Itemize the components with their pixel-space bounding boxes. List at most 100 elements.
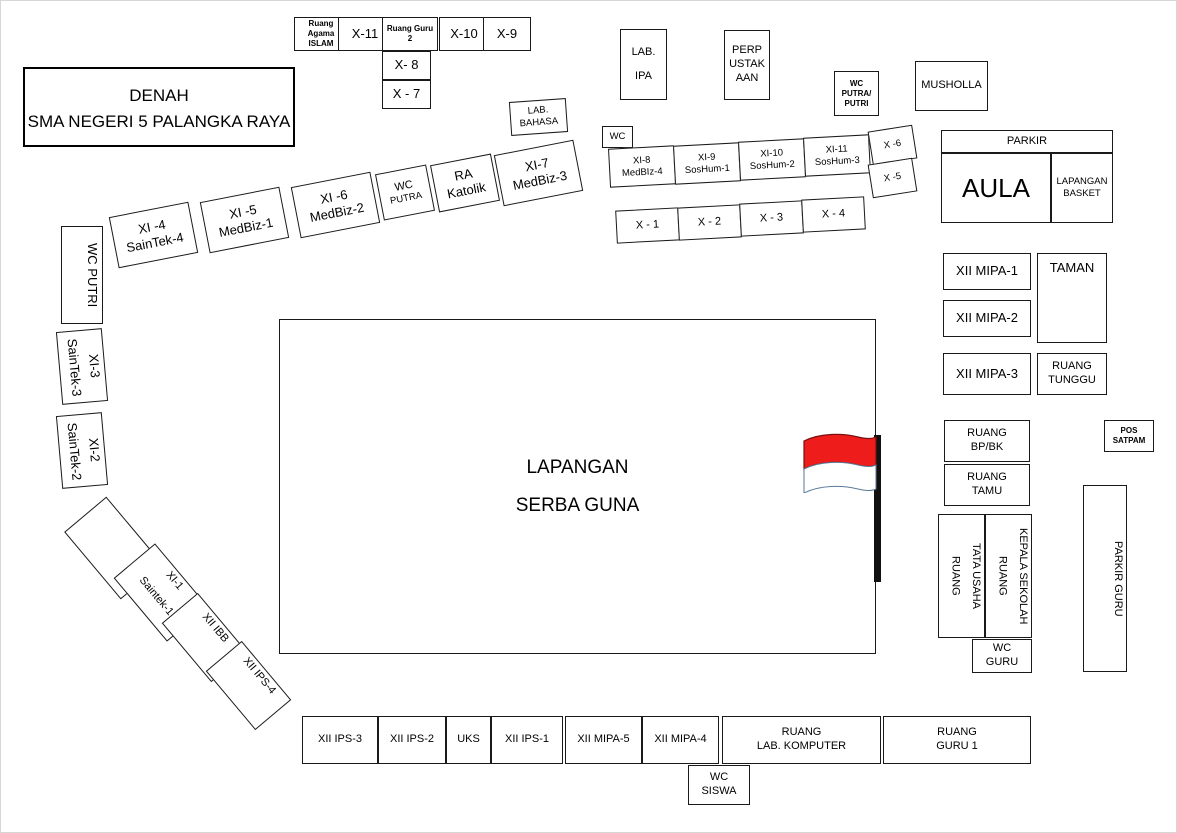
room-label-line2: 2	[407, 34, 413, 43]
room-x-1[interactable]: X - 1	[615, 207, 680, 244]
room-label-line2: ISLAM	[308, 39, 334, 48]
room-x-10[interactable]: X-10	[439, 17, 489, 51]
room-label-line1: X- 8	[394, 57, 419, 73]
room-label-line1: WC	[992, 642, 1012, 655]
room-xii-mipa-4[interactable]: XII MIPA-4	[642, 716, 719, 764]
room-label-line1: POS	[1120, 426, 1138, 435]
indonesian-flag-icon	[802, 431, 878, 494]
room-ra-katolik[interactable]: RA Katolik	[429, 153, 501, 213]
room-xii-mipa-1[interactable]: XII MIPA-1	[943, 253, 1031, 290]
room-label-line1: PARKIR GURU	[1112, 540, 1124, 617]
room-ruang-guru-2[interactable]: Ruang Guru 2	[382, 17, 438, 51]
room-parkir[interactable]: PARKIR	[941, 130, 1113, 153]
room-label-line1: WC PUTRI	[85, 242, 100, 308]
room-aula[interactable]: AULA	[941, 153, 1051, 223]
room-x-3[interactable]: X - 3	[739, 200, 804, 237]
room-label-line1: TAMAN	[1049, 260, 1095, 275]
room-label-line1: X - 4	[821, 207, 846, 221]
room-label-line1: RUANG	[937, 726, 977, 739]
room-wc[interactable]: WC	[602, 126, 633, 148]
room-xi-5-medbiz-1[interactable]: XI -5 MedBiz-1	[199, 186, 290, 254]
room-xii-mipa-3[interactable]: XII MIPA-3	[943, 353, 1031, 395]
room-label-line2: BAHASA	[519, 115, 559, 130]
room-xii-ips-2[interactable]: XII IPS-2	[378, 716, 446, 764]
room-label-line1: XI-3	[85, 352, 103, 378]
room-xi-4-saintek-4[interactable]: XI -4 SainTek-4	[108, 201, 199, 269]
room-xi-8-medbiz-4[interactable]: XI-8 MedBIz-4	[608, 145, 676, 188]
room-ruang-kepala-sekolah[interactable]: RUANG KEPALA SEKOLAH	[985, 514, 1032, 638]
room-label-line2: SainTek-3	[64, 337, 85, 397]
page-title-line1: DENAH	[129, 86, 189, 105]
room-wc-putra[interactable]: WC PUTRA	[374, 164, 436, 221]
room-label-line1: RUANG	[967, 427, 1007, 440]
room-wc-siswa[interactable]: WC SISWA	[688, 765, 750, 805]
room-ruang-tamu[interactable]: RUANG TAMU	[944, 464, 1030, 506]
room-x-5[interactable]: X -5	[867, 157, 918, 199]
room-label-line1: LAPANGAN	[1056, 176, 1108, 188]
room-xi-10-soshum-2[interactable]: XI-10 SosHum-2	[738, 138, 806, 181]
room-x-9[interactable]: X-9	[483, 17, 531, 51]
room-xi-3-saintek-3[interactable]: SainTek-3 XI-3	[55, 328, 109, 405]
room-label-line1: XI-2	[85, 436, 103, 462]
room-x-2[interactable]: X - 2	[677, 204, 742, 241]
room-xi-2-saintek-2[interactable]: SainTek-2 XI-2	[55, 412, 109, 489]
room-xii-ips-1[interactable]: XII IPS-1	[491, 716, 563, 764]
room-lab-ipa[interactable]: LAB. IPA	[620, 29, 667, 100]
room-xii-mipa-2[interactable]: XII MIPA-2	[943, 300, 1031, 337]
room-label-line1: XII MIPA-1	[956, 263, 1018, 279]
room-uks[interactable]: UKS	[446, 716, 491, 764]
room-taman[interactable]: TAMAN	[1037, 253, 1107, 343]
room-xi-11-soshum-3[interactable]: XI-11 SosHum-3	[803, 134, 871, 177]
room-label-line2: MedBIz-4	[621, 165, 663, 179]
room-ruang-tunggu[interactable]: RUANG TUNGGU	[1037, 353, 1107, 395]
room-label-line1: MUSHOLLA	[921, 79, 982, 92]
room-label-line3: PUTRI	[844, 98, 869, 108]
room-label-line1: LAB.	[631, 45, 656, 58]
room-label-line1: AULA	[962, 172, 1030, 203]
room-label-line1: UKS	[457, 733, 480, 746]
room-x-4[interactable]: X - 4	[801, 196, 866, 233]
room-xi-9-soshum-1[interactable]: XI-9 SosHum-1	[673, 142, 741, 185]
room-label-line1: XII MIPA-5	[577, 733, 630, 746]
room-label-line1: WC	[609, 131, 626, 143]
room-x-8[interactable]: X- 8	[382, 51, 431, 80]
room-wc-putra-putri[interactable]: WC PUTRA/ PUTRI	[834, 71, 879, 116]
room-ruang-guru-1[interactable]: RUANG GURU 1	[883, 716, 1031, 764]
room-label-line1	[95, 532, 133, 563]
room-label-line1: XII MIPA-4	[654, 733, 707, 746]
room-ruang-bp-bk[interactable]: RUANG BP/BK	[944, 420, 1030, 462]
lapangan-serba-guna[interactable]: LAPANGAN SERBA GUNA	[279, 319, 876, 654]
room-musholla[interactable]: MUSHOLLA	[915, 61, 988, 111]
room-label-line2: SISWA	[701, 785, 737, 797]
room-label-line1: X-10	[450, 25, 478, 41]
room-xii-mipa-5[interactable]: XII MIPA-5	[565, 716, 642, 764]
room-label-line2: SosHum-2	[749, 158, 795, 172]
room-lapangan-basket[interactable]: LAPANGAN BASKET	[1051, 153, 1113, 223]
room-label-line2: TAMU	[971, 485, 1003, 497]
room-lab-bahasa[interactable]: LAB. BAHASA	[508, 98, 569, 136]
room-label-line1: X - 1	[635, 218, 660, 232]
room-ruang-tata-usaha[interactable]: RUANG TATA USAHA	[938, 514, 985, 638]
room-label-line2: TUNGGU	[1048, 374, 1096, 386]
room-label-line1: X -6	[882, 137, 902, 152]
room-xii-ips-3[interactable]: XII IPS-3	[302, 716, 378, 764]
room-xi-7-medbiz-3[interactable]: XI-7 MedBiz-3	[493, 139, 584, 207]
page-title-line2: SMA NEGERI 5 PALANGKA RAYA	[27, 111, 291, 131]
room-x-7[interactable]: X - 7	[382, 80, 431, 109]
room-ruang-lab-komputer[interactable]: RUANG LAB. KOMPUTER	[722, 716, 881, 764]
room-label-line2: PUTRA/	[841, 88, 872, 98]
room-wc-putri[interactable]: WC PUTRI	[61, 226, 103, 324]
room-label-line1: X - 3	[759, 211, 784, 225]
room-label-line1: XII IPS-4	[240, 655, 279, 697]
room-label-line1: X -5	[882, 170, 902, 185]
room-parkir-guru[interactable]: PARKIR GURU	[1083, 485, 1127, 672]
room-label-line1: RUANG	[1052, 360, 1092, 373]
room-label-line1: RUANG	[949, 556, 962, 596]
room-label-line1: X-11	[351, 25, 379, 41]
denah-title-box: DENAH SMA NEGERI 5 PALANGKA RAYA	[23, 67, 295, 147]
room-pos-satpam[interactable]: POS SATPAM	[1104, 420, 1154, 452]
room-perpustakaan[interactable]: PERP USTAK AAN	[724, 30, 770, 100]
room-wc-guru[interactable]: WC GURU	[972, 639, 1032, 673]
room-xi-6-medbiz-2[interactable]: XI -6 MedBiz-2	[290, 171, 381, 239]
